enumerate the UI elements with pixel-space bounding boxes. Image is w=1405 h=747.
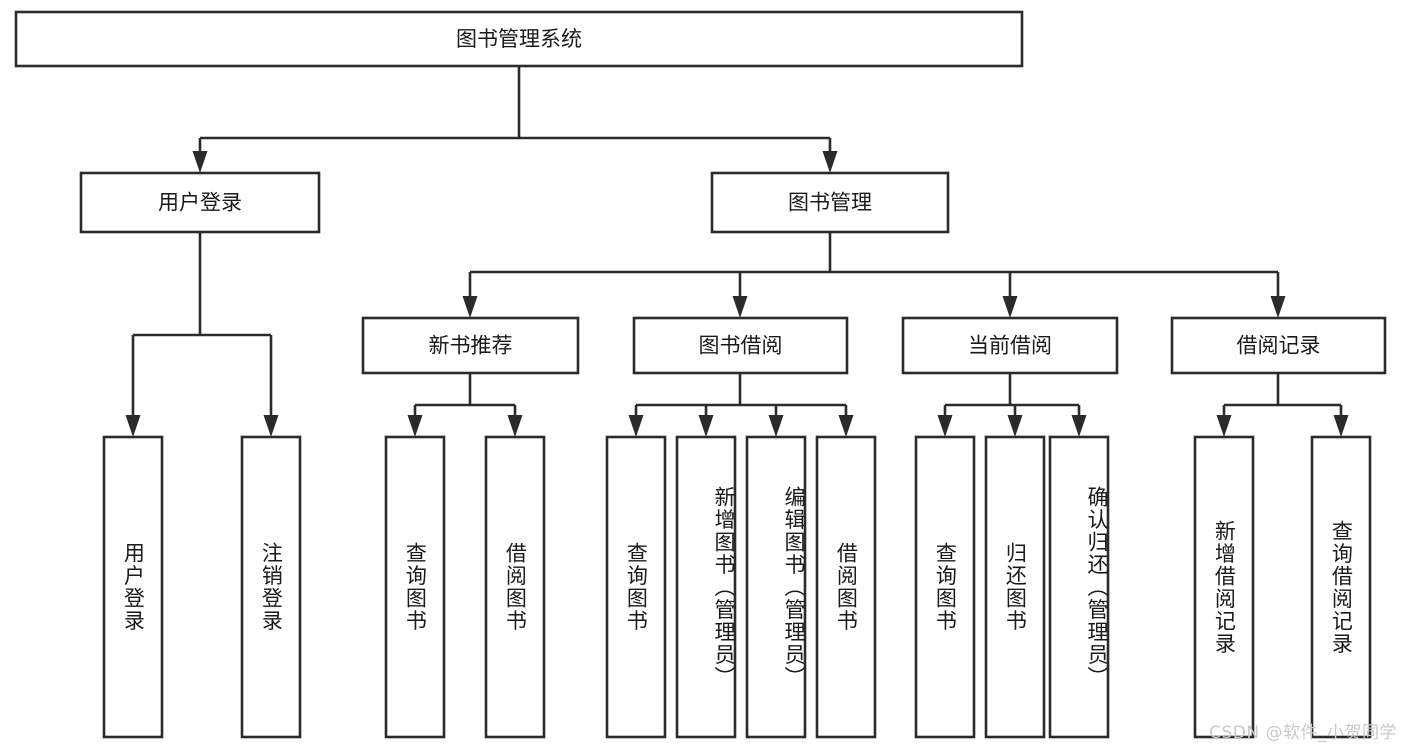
node-box-leaf-borrow-book-rec[interactable] [484, 435, 546, 739]
node-box-leaf-add-book-admin[interactable] [675, 435, 737, 739]
node-box-leaf-add-borrow-record[interactable] [1193, 435, 1255, 739]
connector-bus-user-login [125, 232, 279, 437]
watermark: CSDN @软件_小贺同学 [1209, 723, 1397, 743]
connector-bus-current-borrow [937, 373, 1087, 437]
node-box-leaf-query-book-rec[interactable] [384, 435, 446, 739]
node-box-leaf-user-logout[interactable] [240, 435, 302, 739]
connector-bus-book-borrow [628, 373, 854, 437]
node-box-user-login[interactable] [79, 171, 321, 234]
node-label-book-manage: 图书管理 [788, 191, 872, 215]
node-box-leaf-user-login[interactable] [102, 435, 164, 739]
node-box-leaf-borrow-book-bor[interactable] [815, 435, 877, 739]
node-box-leaf-confirm-return-admin[interactable] [1048, 435, 1110, 739]
box-layer [14, 10, 1387, 739]
connector-bus-book-manage [462, 232, 1286, 318]
node-label-current-borrow: 当前借阅 [968, 334, 1052, 358]
node-box-book-borrow[interactable] [632, 316, 849, 375]
connector-bus-root [192, 66, 838, 173]
connector-bus-new-book-rec [407, 373, 523, 437]
node-label-root: 图书管理系统 [456, 27, 582, 51]
node-box-new-book-rec[interactable] [361, 316, 580, 375]
node-box-borrow-record[interactable] [1170, 316, 1387, 375]
node-label-new-book-rec: 新书推荐 [429, 334, 513, 358]
node-label-book-borrow: 图书借阅 [699, 334, 783, 358]
node-box-leaf-query-book-bor[interactable] [605, 435, 667, 739]
node-box-leaf-query-book-cur[interactable] [914, 435, 976, 739]
node-label-user-login: 用户登录 [158, 191, 242, 215]
node-box-leaf-return-book[interactable] [984, 435, 1046, 739]
connector-layer [125, 66, 1349, 437]
node-box-current-borrow[interactable] [901, 316, 1119, 375]
node-box-leaf-edit-book-admin[interactable] [745, 435, 807, 739]
node-box-book-manage[interactable] [710, 171, 950, 234]
node-label-borrow-record: 借阅记录 [1237, 334, 1321, 358]
node-box-root[interactable] [14, 10, 1024, 68]
connector-bus-borrow-record [1216, 373, 1349, 437]
node-box-leaf-query-borrow-record[interactable] [1310, 435, 1372, 739]
